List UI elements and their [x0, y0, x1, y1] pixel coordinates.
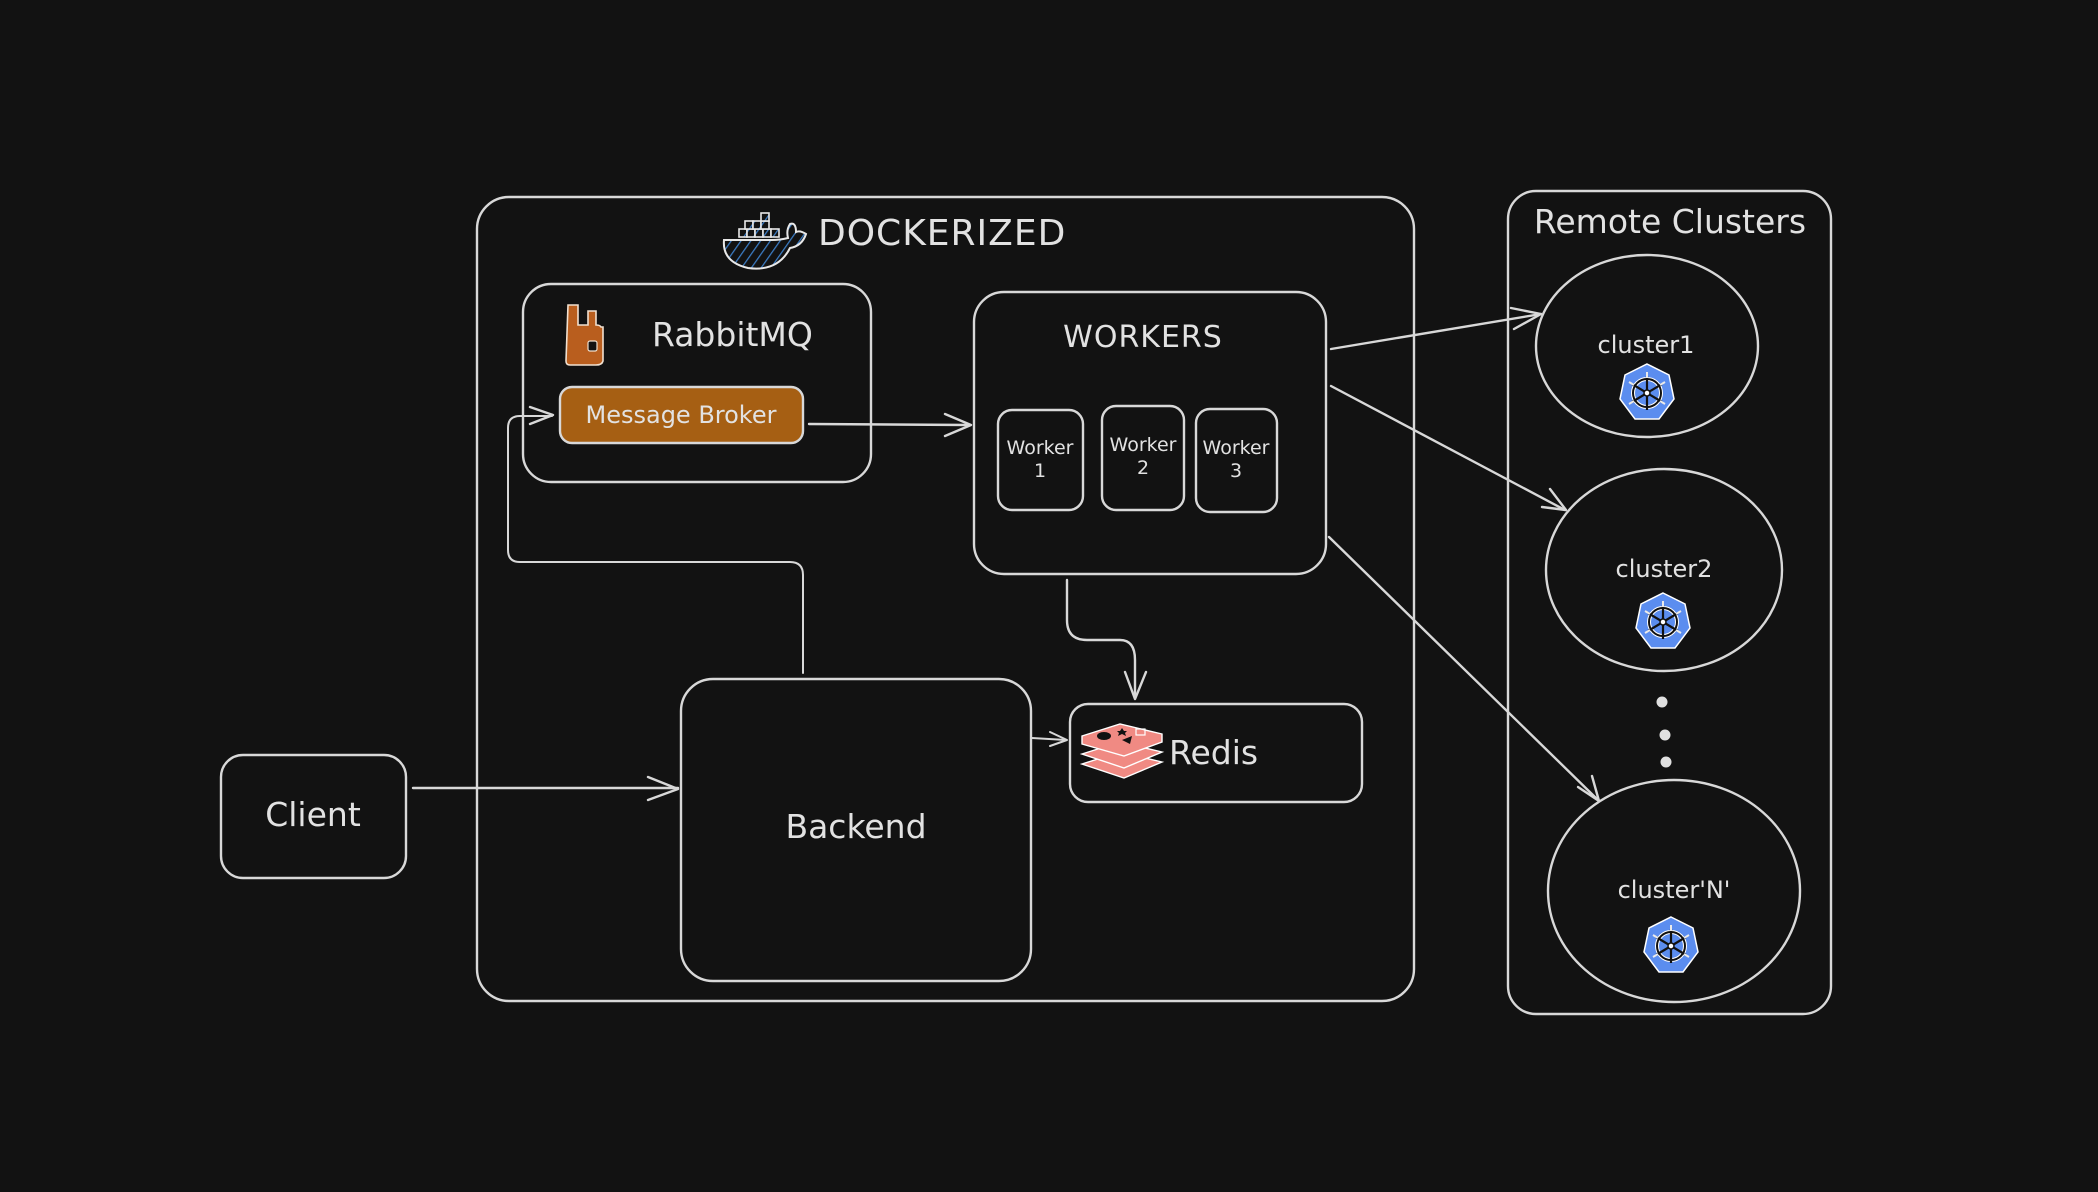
docker-whale-icon: [722, 212, 808, 270]
message-broker-box[interactable]: [558, 385, 805, 445]
workers-node[interactable]: WORKERS Worker 1 Worker 2 Worker 3: [972, 290, 1328, 576]
redis-label: Redis: [1169, 733, 1258, 772]
rabbitmq-label: RabbitMQ: [652, 315, 813, 354]
redis-icon: [1079, 723, 1165, 779]
client-box[interactable]: [219, 753, 408, 880]
worker-1[interactable]: Worker 1: [996, 408, 1085, 512]
cluster-n-label: cluster'N': [1618, 876, 1731, 904]
client-label: Client: [265, 795, 361, 834]
worker-3-label: Worker: [1203, 437, 1270, 459]
edge-message-broker-to-workers: [807, 412, 973, 438]
rabbitmq-icon: [565, 304, 604, 366]
cluster-1[interactable]: cluster1: [1534, 253, 1760, 439]
worker-3-box[interactable]: [1194, 407, 1279, 514]
worker-2-box[interactable]: [1100, 404, 1186, 512]
cluster-1-label: cluster1: [1598, 331, 1695, 359]
cluster-2-label: cluster2: [1616, 555, 1713, 583]
edge-workers-to-cluster-1: [1329, 306, 1543, 351]
edge-workers-to-cluster-n: [1327, 535, 1601, 803]
worker-2-label: Worker: [1110, 434, 1177, 456]
cluster-2[interactable]: cluster2: [1544, 467, 1784, 673]
ellipsis-dot: [1659, 729, 1671, 741]
cluster-1-ellipse[interactable]: [1534, 253, 1760, 439]
worker-3[interactable]: Worker 3: [1194, 407, 1279, 514]
remote-clusters-group: Remote Clusters cluster1 cluster2 cluste…: [1506, 189, 1833, 1016]
redis-node[interactable]: Redis: [1068, 702, 1364, 804]
backend-box[interactable]: [679, 677, 1033, 983]
cluster-n[interactable]: cluster'N': [1546, 778, 1802, 1004]
worker-1-label: Worker: [1007, 437, 1074, 459]
worker-2[interactable]: Worker 2: [1100, 404, 1186, 512]
dockerized-label: DOCKERIZED: [818, 213, 1066, 254]
more-clusters-dots: [1656, 696, 1672, 768]
message-broker-label: Message Broker: [586, 401, 777, 429]
worker-3-number: 3: [1230, 460, 1242, 482]
rabbitmq-node[interactable]: RabbitMQ Message Broker: [521, 282, 873, 484]
edge-client-to-backend: [411, 775, 680, 802]
edges: [411, 306, 1601, 803]
ellipsis-dot: [1660, 756, 1672, 768]
worker-1-box[interactable]: [996, 408, 1085, 512]
remote-clusters-label: Remote Clusters: [1534, 202, 1806, 241]
client-node[interactable]: Client: [219, 753, 408, 880]
worker-1-number: 1: [1034, 460, 1046, 482]
cluster-n-ellipse[interactable]: [1546, 778, 1802, 1004]
cluster-2-ellipse[interactable]: [1544, 467, 1784, 673]
edge-workers-to-cluster-2: [1329, 384, 1568, 512]
edge-backend-to-message-broker: [507, 405, 804, 674]
workers-label: WORKERS: [1063, 320, 1223, 355]
ellipsis-dot: [1656, 696, 1668, 708]
backend-label: Backend: [785, 807, 926, 846]
backend-node[interactable]: Backend: [679, 677, 1033, 983]
worker-2-number: 2: [1137, 457, 1149, 479]
edge-workers-to-redis: [1065, 578, 1148, 701]
edge-backend-to-redis: [1031, 731, 1068, 747]
